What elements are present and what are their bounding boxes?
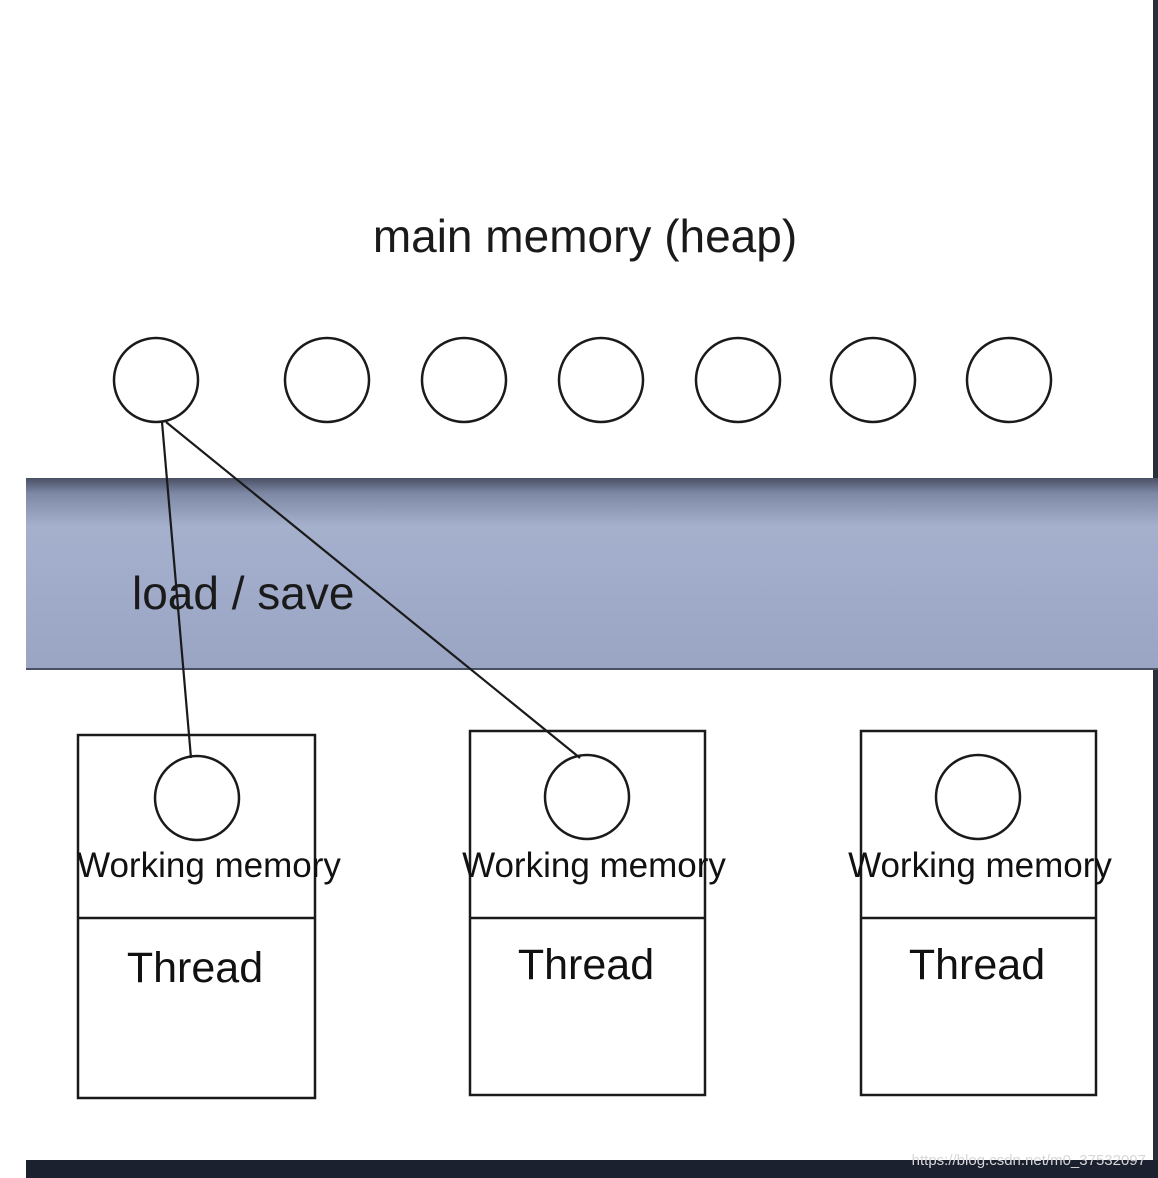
thread-column-2: Working memory Thread	[462, 729, 726, 1097]
working-memory-label-1: Working memory	[77, 846, 341, 885]
heap-object-2	[283, 336, 371, 424]
load-save-band	[26, 478, 1158, 669]
heap-object-7	[965, 336, 1053, 424]
source-watermark: https://blog.csdn.net/m0_37532097	[912, 1152, 1146, 1169]
bottom-frame-edge	[26, 1160, 1158, 1178]
thread-column-1: Working memory Thread	[76, 733, 341, 1100]
working-memory-object-2	[543, 753, 631, 841]
working-memory-label-2: Working memory	[462, 846, 726, 885]
heap-object-3	[420, 336, 508, 424]
heap-objects	[112, 336, 1053, 424]
heap-object-1	[112, 336, 200, 424]
working-memory-label-3: Working memory	[848, 846, 1112, 885]
thread-label-2: Thread	[518, 941, 654, 989]
load-save-label: load / save	[132, 567, 354, 619]
thread-label-1: Thread	[127, 944, 263, 992]
load-save-link-1	[160, 421, 193, 759]
main-memory-label: main memory (heap)	[373, 210, 797, 262]
load-save-link-2	[165, 421, 581, 759]
thread-column-3: Working memory Thread	[848, 729, 1112, 1097]
thread-label-3: Thread	[909, 941, 1045, 989]
heap-object-5	[694, 336, 782, 424]
heap-object-4	[557, 336, 645, 424]
working-memory-object-3	[934, 753, 1022, 841]
heap-object-6	[829, 336, 917, 424]
working-memory-object-1	[153, 754, 241, 842]
